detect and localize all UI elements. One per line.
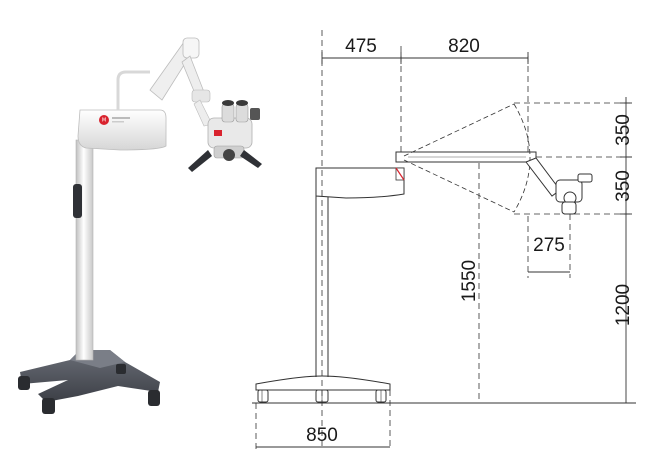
handle-left xyxy=(188,150,212,172)
dimension-labels: 475 820 275 850 350 350 1200 1550 xyxy=(306,36,634,446)
dim-label-350-upper: 350 xyxy=(613,114,634,146)
brand-logo-icon xyxy=(99,115,109,125)
dim-label-850: 850 xyxy=(306,425,338,446)
dim-label-350-lower: 350 xyxy=(613,170,634,202)
articulated-arm xyxy=(116,37,213,127)
eyepiece-icon xyxy=(222,100,234,106)
dim-label-820: 820 xyxy=(448,36,480,57)
drawing-base xyxy=(255,375,391,403)
centerlines xyxy=(255,30,632,450)
column xyxy=(73,139,94,361)
drawing-head xyxy=(315,167,405,199)
caster-wheel xyxy=(42,398,55,414)
column-handle xyxy=(73,184,82,218)
dim-label-1550: 1550 xyxy=(459,260,480,302)
dim-label-275: 275 xyxy=(533,235,565,256)
head-unit: M xyxy=(77,109,167,151)
technical-drawing xyxy=(252,30,636,450)
optics-head xyxy=(188,100,262,172)
handle-right xyxy=(240,150,262,168)
brand-logo-letter: M xyxy=(102,118,106,124)
dimension-lines xyxy=(256,52,632,448)
dim-label-475: 475 xyxy=(345,36,377,57)
microscope-photo: M xyxy=(18,37,262,414)
wheeled-base xyxy=(18,350,160,414)
drawing-optics xyxy=(525,157,593,215)
reach-envelope xyxy=(403,103,531,213)
dim-label-1200: 1200 xyxy=(613,284,634,326)
drawing-column xyxy=(315,196,329,377)
